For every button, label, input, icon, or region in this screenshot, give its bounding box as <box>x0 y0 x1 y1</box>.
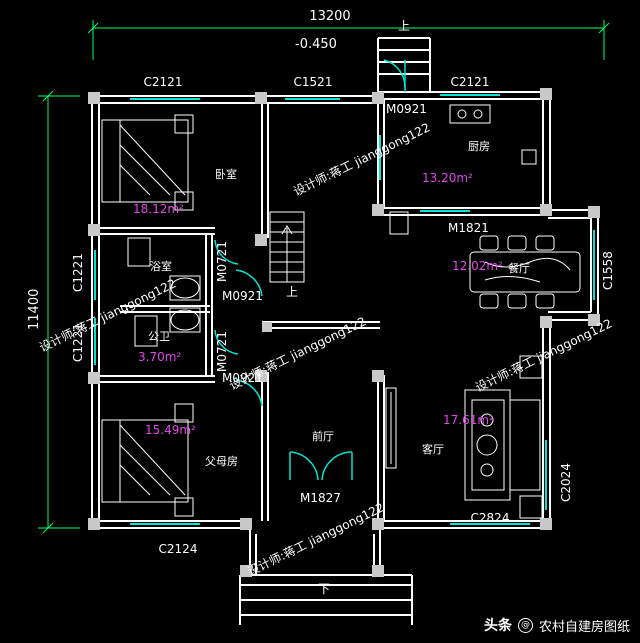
window-label-top-mid: C1521 <box>294 75 333 89</box>
door-label-kitchen-top: M0921 <box>386 102 427 116</box>
window-label-right-lower: C2024 <box>559 463 573 502</box>
door-label-bedroom2: M0921 <box>222 371 263 385</box>
watermark-1: 设计师:蒋工 jianggong122 <box>291 120 432 198</box>
windows-glass <box>94 94 595 525</box>
door-label-bedroom1: M0921 <box>222 289 263 303</box>
dimension-lines <box>38 20 610 534</box>
door-swings <box>214 59 406 481</box>
window-label-top-right: C2121 <box>451 75 490 89</box>
room-area-public-wc: 3.70m² <box>138 350 181 364</box>
window-label-left-upper: C1221 <box>71 253 85 292</box>
room-name-foyer: 前厅 <box>312 429 334 443</box>
elevation-label: -0.450 <box>295 37 337 52</box>
watermark-3: 设计师:蒋工 jianggong122 <box>227 314 368 392</box>
brand-logo: 头条 <box>483 618 512 634</box>
door-label-bath1: M0721 <box>215 241 229 282</box>
door-label-bath2: M0721 <box>215 331 229 372</box>
window-label-left-lower: C1221 <box>71 323 85 362</box>
furniture <box>101 104 581 519</box>
watermark-5: 设计师:蒋工 jianggong122 <box>245 500 386 578</box>
room-name-living: 客厅 <box>422 442 444 456</box>
room-name-public-wc: 公卫 <box>148 330 170 343</box>
room-name-shower: 浴室 <box>150 259 172 273</box>
room-area-dining: 12.02m² <box>452 259 503 273</box>
columns <box>88 88 600 577</box>
staircase <box>269 211 305 283</box>
stair-up-top-label: 上 <box>398 19 410 33</box>
room-area-living: 17.61m² <box>443 413 494 427</box>
window-label-bottom-right: C2824 <box>471 511 510 525</box>
at-icon: @ <box>517 617 533 633</box>
room-name-dining: 餐厅 <box>508 261 530 275</box>
room-area-bedroom: 18.12m² <box>133 202 184 216</box>
room-name-kitchen: 厨房 <box>468 140 490 153</box>
window-label-top-left: C2121 <box>144 75 183 89</box>
door-label-kitchen-dining: M1821 <box>448 221 489 235</box>
room-area-parents: 15.49m² <box>145 423 196 437</box>
entry-down-label: 下 <box>318 582 330 596</box>
window-label-right-upper: C1558 <box>601 251 615 290</box>
account-name: 农村自建房图纸 <box>538 619 630 635</box>
overall-width-label: 13200 <box>309 9 350 24</box>
room-area-kitchen: 13.20m² <box>422 171 473 185</box>
stair-up-label: 上 <box>286 285 298 299</box>
window-label-bottom-left: C2124 <box>159 542 198 556</box>
source-footer: 头条 @ 农村自建房图纸 <box>484 615 630 635</box>
room-name-parents: 父母房 <box>205 455 238 468</box>
overall-height-label: 11400 <box>27 289 42 330</box>
room-name-bedroom: 卧室 <box>215 167 237 181</box>
door-label-front: M1827 <box>300 491 341 505</box>
walls <box>91 37 599 625</box>
